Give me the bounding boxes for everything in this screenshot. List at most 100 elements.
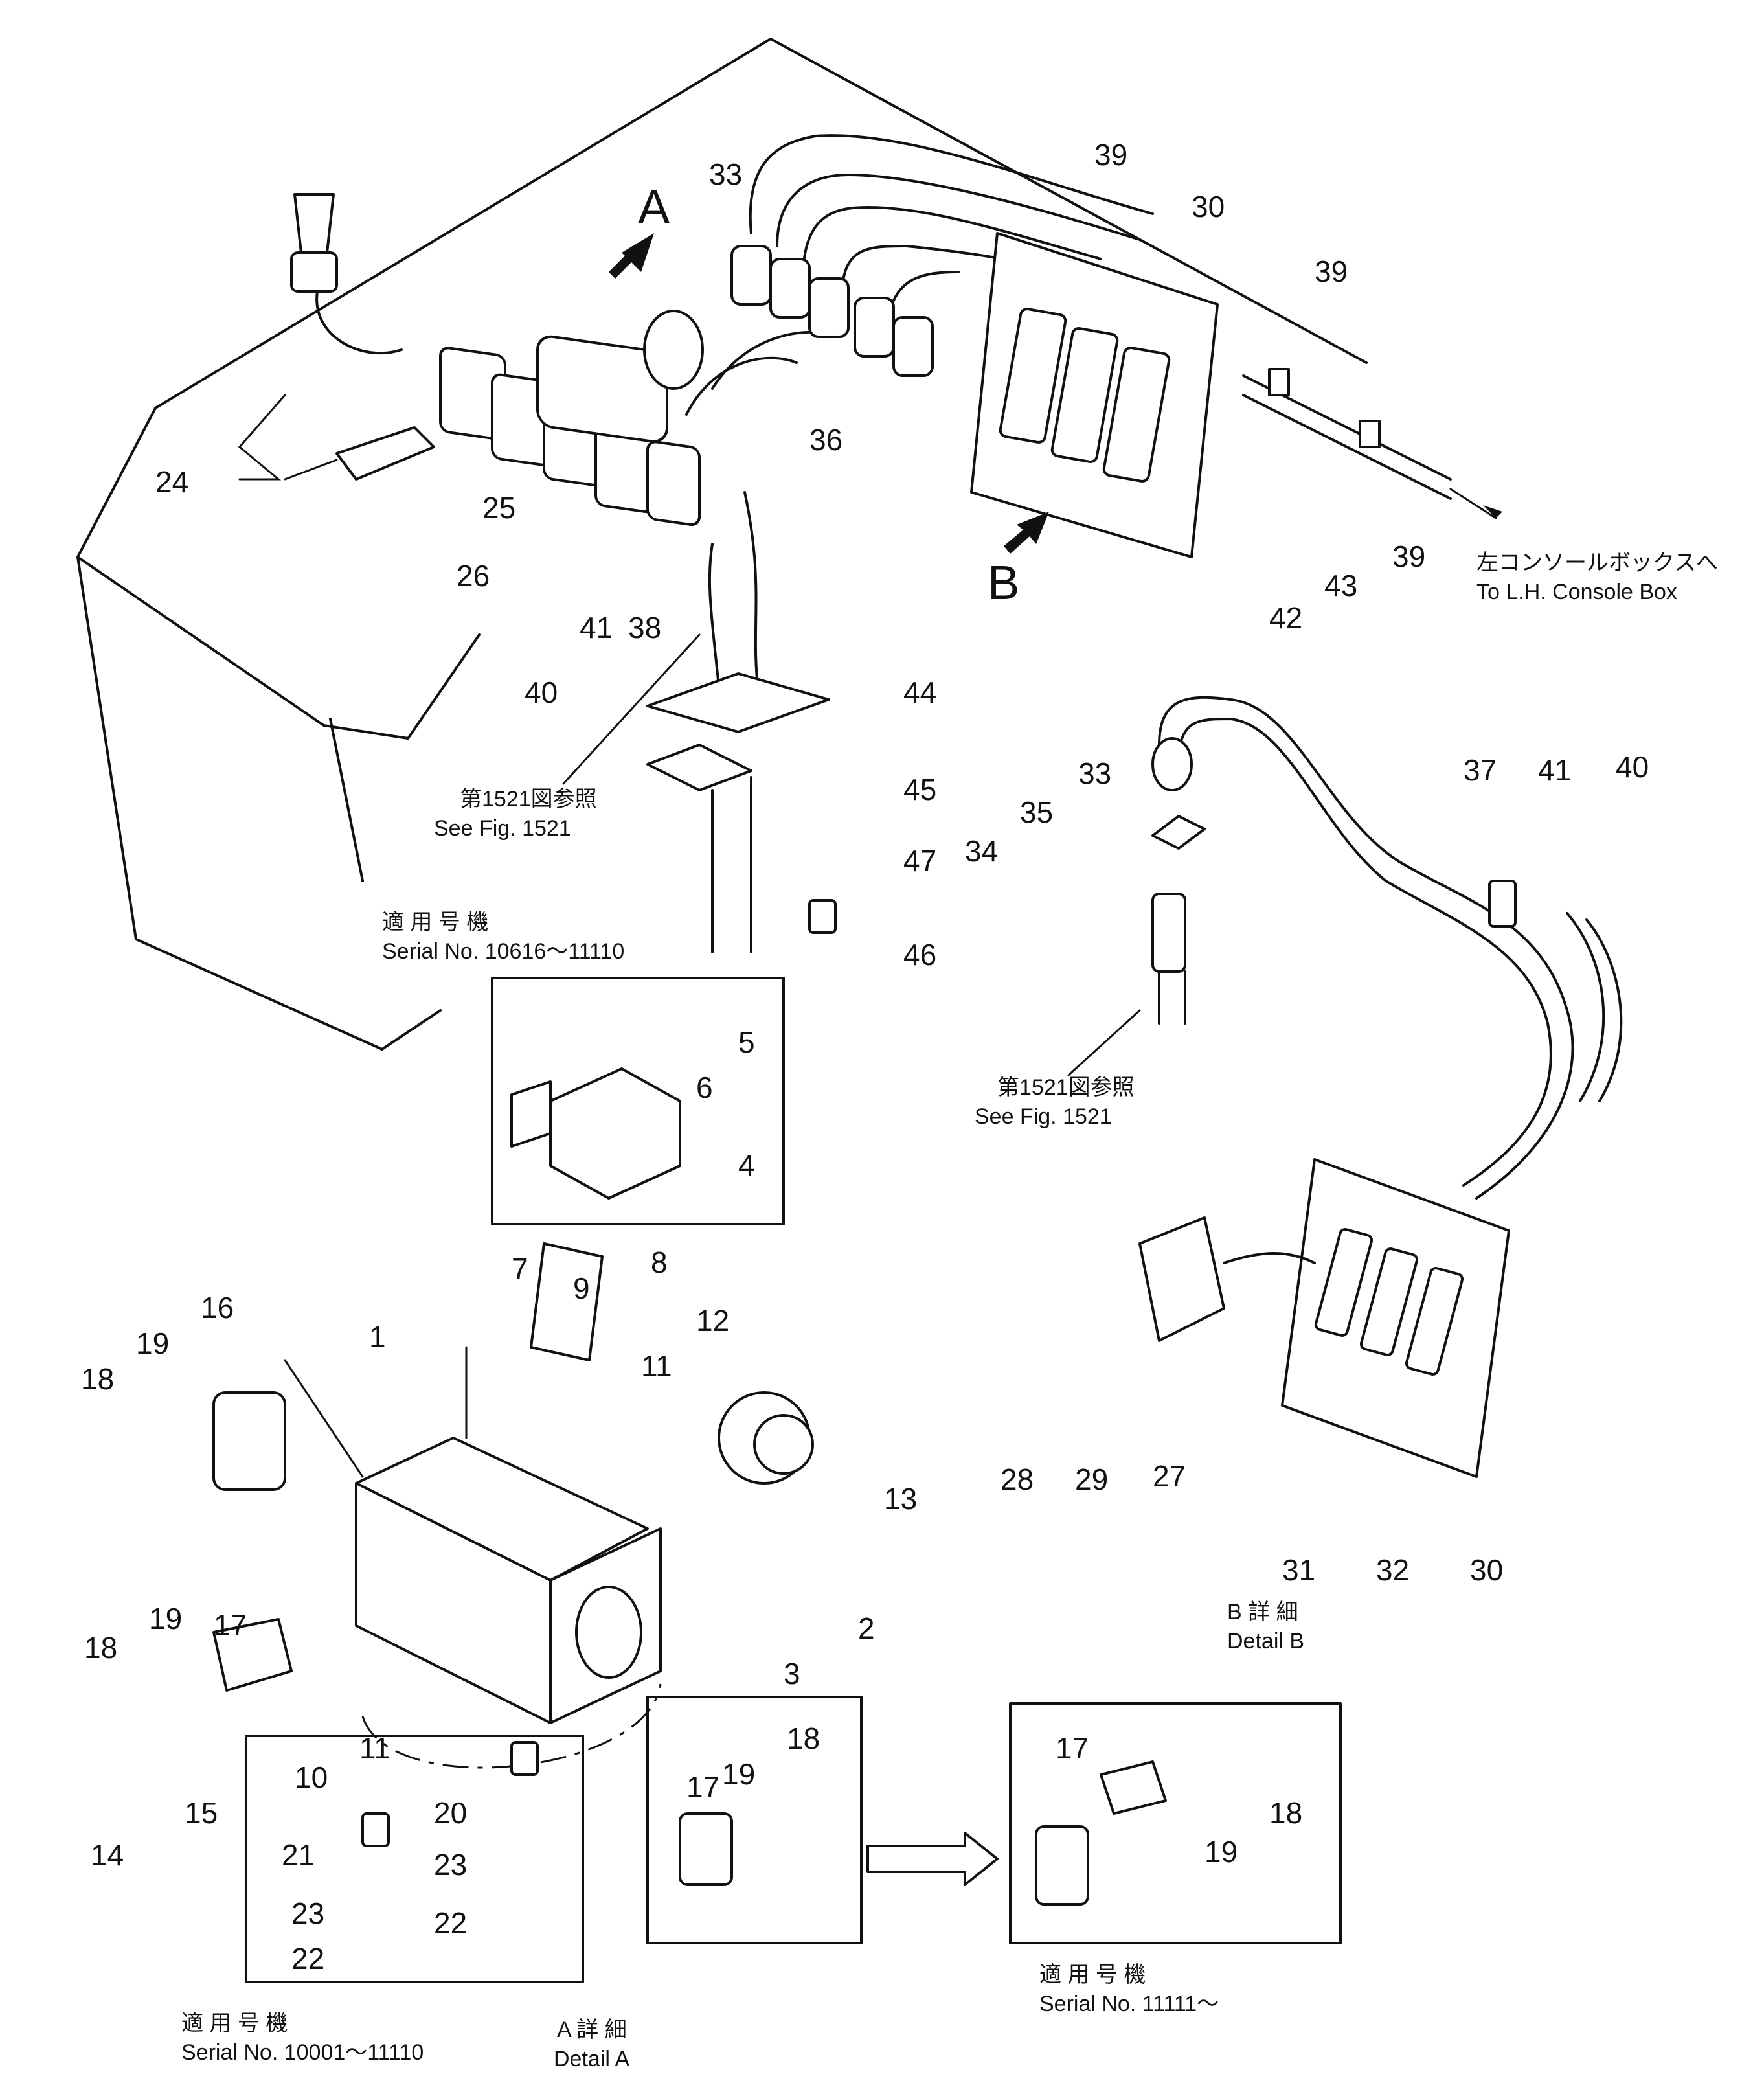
- serial-11111-box: [1009, 1702, 1342, 1944]
- note-serial-jp-1: 適 用 号 機: [382, 910, 488, 935]
- relay-16-17: [212, 1391, 293, 1692]
- callout-39: 39: [1392, 540, 1425, 573]
- detail-a-relay-box: [491, 977, 785, 1225]
- relay-cluster: [439, 310, 704, 526]
- note-see-fig-en-2: See Fig. 1521: [975, 1104, 1112, 1129]
- callout-23: 23: [291, 1896, 324, 1930]
- callout-16: 16: [201, 1291, 234, 1325]
- callout-32: 32: [1376, 1553, 1409, 1587]
- note-detail-a-jp: A 詳 細: [557, 2018, 627, 2042]
- callout-37: 37: [1464, 753, 1497, 787]
- callout-1: 1: [369, 1320, 386, 1354]
- callout-20: 20: [434, 1796, 467, 1830]
- callouts: 33 39 30 39 24 25 26 36 42 43 39 40 41 3…: [81, 138, 1649, 1975]
- callout-21: 21: [282, 1838, 315, 1872]
- callout-17: 17: [1056, 1731, 1089, 1765]
- callout-23: 23: [434, 1848, 467, 1882]
- detail-b-hoses: [1151, 696, 1623, 1200]
- callout-6: 6: [696, 1071, 713, 1104]
- detail-relay-box: [646, 1696, 863, 1944]
- callout-47: 47: [903, 844, 936, 878]
- note-detail-b-en: Detail B: [1227, 1629, 1304, 1654]
- callout-40: 40: [525, 676, 558, 709]
- console-box-body: [76, 38, 1368, 1051]
- callout-25: 25: [482, 491, 515, 525]
- callout-41: 41: [1538, 753, 1571, 787]
- view-label-a: A: [638, 180, 670, 234]
- callout-17: 17: [214, 1608, 247, 1642]
- callout-40: 40: [1616, 750, 1649, 784]
- callout-19: 19: [1204, 1835, 1238, 1869]
- callout-2: 2: [858, 1611, 875, 1645]
- callout-30: 30: [1192, 190, 1225, 223]
- callout-8: 8: [651, 1246, 668, 1279]
- view-arrow-a-icon: [609, 233, 654, 279]
- callout-31: 31: [1282, 1553, 1315, 1587]
- note-see-fig-en-1: See Fig. 1521: [434, 816, 571, 841]
- callout-18: 18: [1269, 1796, 1302, 1830]
- callout-7: 7: [512, 1252, 528, 1286]
- callout-35: 35: [1020, 795, 1053, 829]
- callout-22: 22: [291, 1942, 324, 1975]
- callout-18: 18: [81, 1362, 114, 1396]
- view-arrow-b-icon: [1004, 512, 1049, 554]
- callout-36: 36: [809, 423, 842, 457]
- note-see-fig-jp-1: 第1521図参照: [460, 787, 597, 812]
- callout-44: 44: [903, 676, 936, 709]
- callout-9: 9: [573, 1271, 590, 1305]
- callout-39: 39: [1315, 255, 1348, 288]
- callout-33: 33: [1078, 757, 1111, 790]
- callout-18: 18: [84, 1631, 117, 1665]
- callout-5: 5: [738, 1025, 755, 1059]
- note-serial-jp-2: 適 用 号 機: [181, 2011, 288, 2036]
- callout-12: 12: [696, 1304, 729, 1337]
- note-serial-en-2: Serial No. 10001～11110: [181, 2040, 424, 2065]
- callout-30: 30: [1470, 1553, 1503, 1587]
- callout-45: 45: [903, 773, 936, 806]
- note-serial-en-3: Serial No. 11111～: [1039, 1992, 1219, 2016]
- callout-19: 19: [149, 1602, 182, 1635]
- callout-10: 10: [295, 1760, 328, 1794]
- notes: 左コンソールボックスへ To L.H. Console Box 第1521図参照…: [181, 551, 1718, 2071]
- panel-b-detail: [1138, 1158, 1510, 1478]
- callout-14: 14: [91, 1838, 124, 1872]
- callout-26: 26: [457, 559, 490, 593]
- detail-a-box: [245, 1735, 584, 1983]
- note-serial-jp-3: 適 用 号 機: [1039, 1963, 1146, 1987]
- callout-41: 41: [580, 611, 613, 644]
- note-to-console-jp: 左コンソールボックスへ: [1476, 551, 1718, 575]
- callout-18: 18: [787, 1722, 820, 1755]
- note-detail-a-en: Detail A: [554, 2047, 629, 2071]
- callout-46: 46: [903, 938, 936, 972]
- note-see-fig-jp-2: 第1521図参照: [997, 1075, 1135, 1100]
- callout-28: 28: [1001, 1462, 1034, 1496]
- leader-see-fig-1: [562, 633, 701, 785]
- note-to-console-en: To L.H. Console Box: [1476, 580, 1677, 604]
- callout-4: 4: [738, 1148, 755, 1182]
- transition-arrow: [866, 1832, 999, 1886]
- note-detail-b-jp: B 詳 細: [1227, 1600, 1298, 1624]
- leader-see-fig-2: [1067, 1009, 1141, 1076]
- lighter-assembly: [238, 193, 435, 481]
- bracket-assembly: [284, 1242, 814, 1769]
- callout-22: 22: [434, 1906, 467, 1940]
- callout-42: 42: [1269, 601, 1302, 635]
- callout-19: 19: [722, 1757, 755, 1791]
- callout-17: 17: [686, 1770, 719, 1804]
- callout-11: 11: [641, 1349, 672, 1383]
- panel-b-top: [970, 232, 1219, 558]
- callout-3: 3: [784, 1657, 800, 1690]
- callout-43: 43: [1324, 569, 1357, 602]
- callout-11: 11: [359, 1731, 390, 1765]
- callout-13: 13: [884, 1482, 917, 1516]
- callout-24: 24: [155, 465, 188, 499]
- callout-38: 38: [628, 611, 661, 644]
- callout-27: 27: [1153, 1459, 1186, 1493]
- view-label-b: B: [988, 556, 1019, 609]
- callout-15: 15: [185, 1796, 218, 1830]
- callout-33: 33: [709, 157, 742, 191]
- callout-34: 34: [965, 834, 998, 868]
- cable-to-console: [1242, 368, 1502, 519]
